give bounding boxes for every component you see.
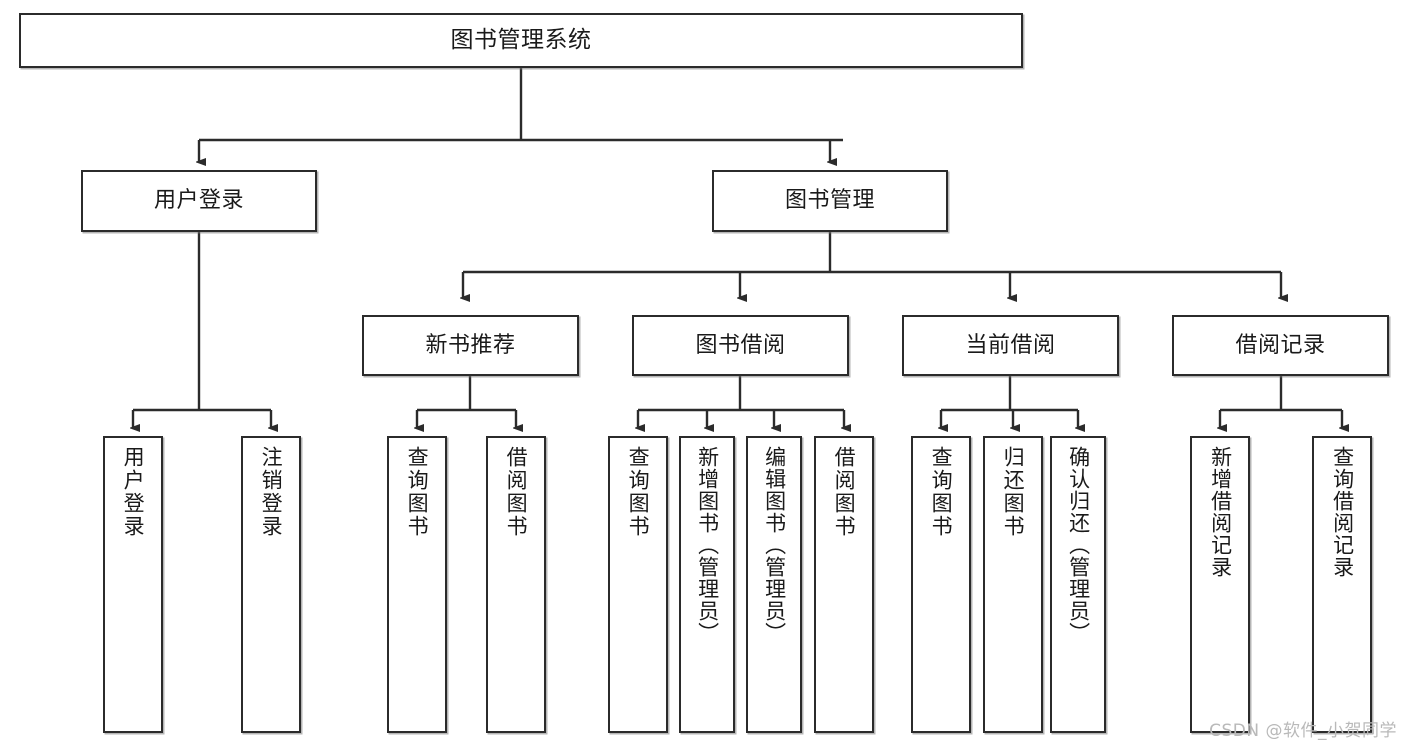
node-label: 图书管理: [784, 188, 875, 214]
node-level3-2[interactable]: 当前借阅: [902, 315, 1119, 376]
node-label: 用户登录: [153, 188, 244, 214]
node-leaf-0[interactable]: 用户登录: [103, 436, 163, 733]
node-label: 确认归还（管理员）: [1066, 446, 1091, 644]
node-level2-1[interactable]: 图书管理: [712, 170, 948, 232]
node-root-图书管理系统[interactable]: 图书管理系统: [19, 13, 1023, 68]
node-label: 查询图书: [929, 446, 954, 538]
node-label: 借阅记录: [1235, 332, 1326, 358]
node-label: 查询图书: [626, 446, 651, 538]
node-label: 新书推荐: [425, 332, 516, 358]
node-leaf-2[interactable]: 查询图书: [387, 436, 447, 733]
node-label: 图书借阅: [695, 332, 786, 358]
node-leaf-11[interactable]: 新增借阅记录: [1190, 436, 1250, 733]
node-label: 查询借阅记录: [1330, 446, 1355, 578]
node-label: 当前借阅: [965, 332, 1056, 358]
node-leaf-10[interactable]: 确认归还（管理员）: [1050, 436, 1106, 733]
node-label: 查询图书: [405, 446, 430, 538]
csdn-watermark: CSDN @软件_小贺同学: [1209, 721, 1397, 741]
node-label: 借阅图书: [504, 446, 529, 538]
node-leaf-5[interactable]: 新增图书（管理员）: [679, 436, 735, 733]
node-leaf-9[interactable]: 归还图书: [983, 436, 1043, 733]
node-leaf-6[interactable]: 编辑图书（管理员）: [746, 436, 802, 733]
node-label: 新增图书（管理员）: [695, 446, 720, 644]
node-label: 归还图书: [1001, 446, 1026, 538]
node-label: 图书管理系统: [450, 27, 592, 54]
node-leaf-7[interactable]: 借阅图书: [814, 436, 874, 733]
node-leaf-4[interactable]: 查询图书: [608, 436, 668, 733]
node-leaf-3[interactable]: 借阅图书: [486, 436, 546, 733]
node-level3-1[interactable]: 图书借阅: [632, 315, 849, 376]
node-label: 编辑图书（管理员）: [762, 446, 787, 644]
node-label: 用户登录: [121, 446, 146, 538]
node-leaf-8[interactable]: 查询图书: [911, 436, 971, 733]
node-label: 注销登录: [259, 446, 284, 538]
node-label: 借阅图书: [832, 446, 857, 538]
node-level3-0[interactable]: 新书推荐: [362, 315, 579, 376]
node-leaf-12[interactable]: 查询借阅记录: [1312, 436, 1372, 733]
node-level3-3[interactable]: 借阅记录: [1172, 315, 1389, 376]
node-leaf-1[interactable]: 注销登录: [241, 436, 301, 733]
node-label: 新增借阅记录: [1208, 446, 1233, 578]
node-level2-0[interactable]: 用户登录: [81, 170, 317, 232]
